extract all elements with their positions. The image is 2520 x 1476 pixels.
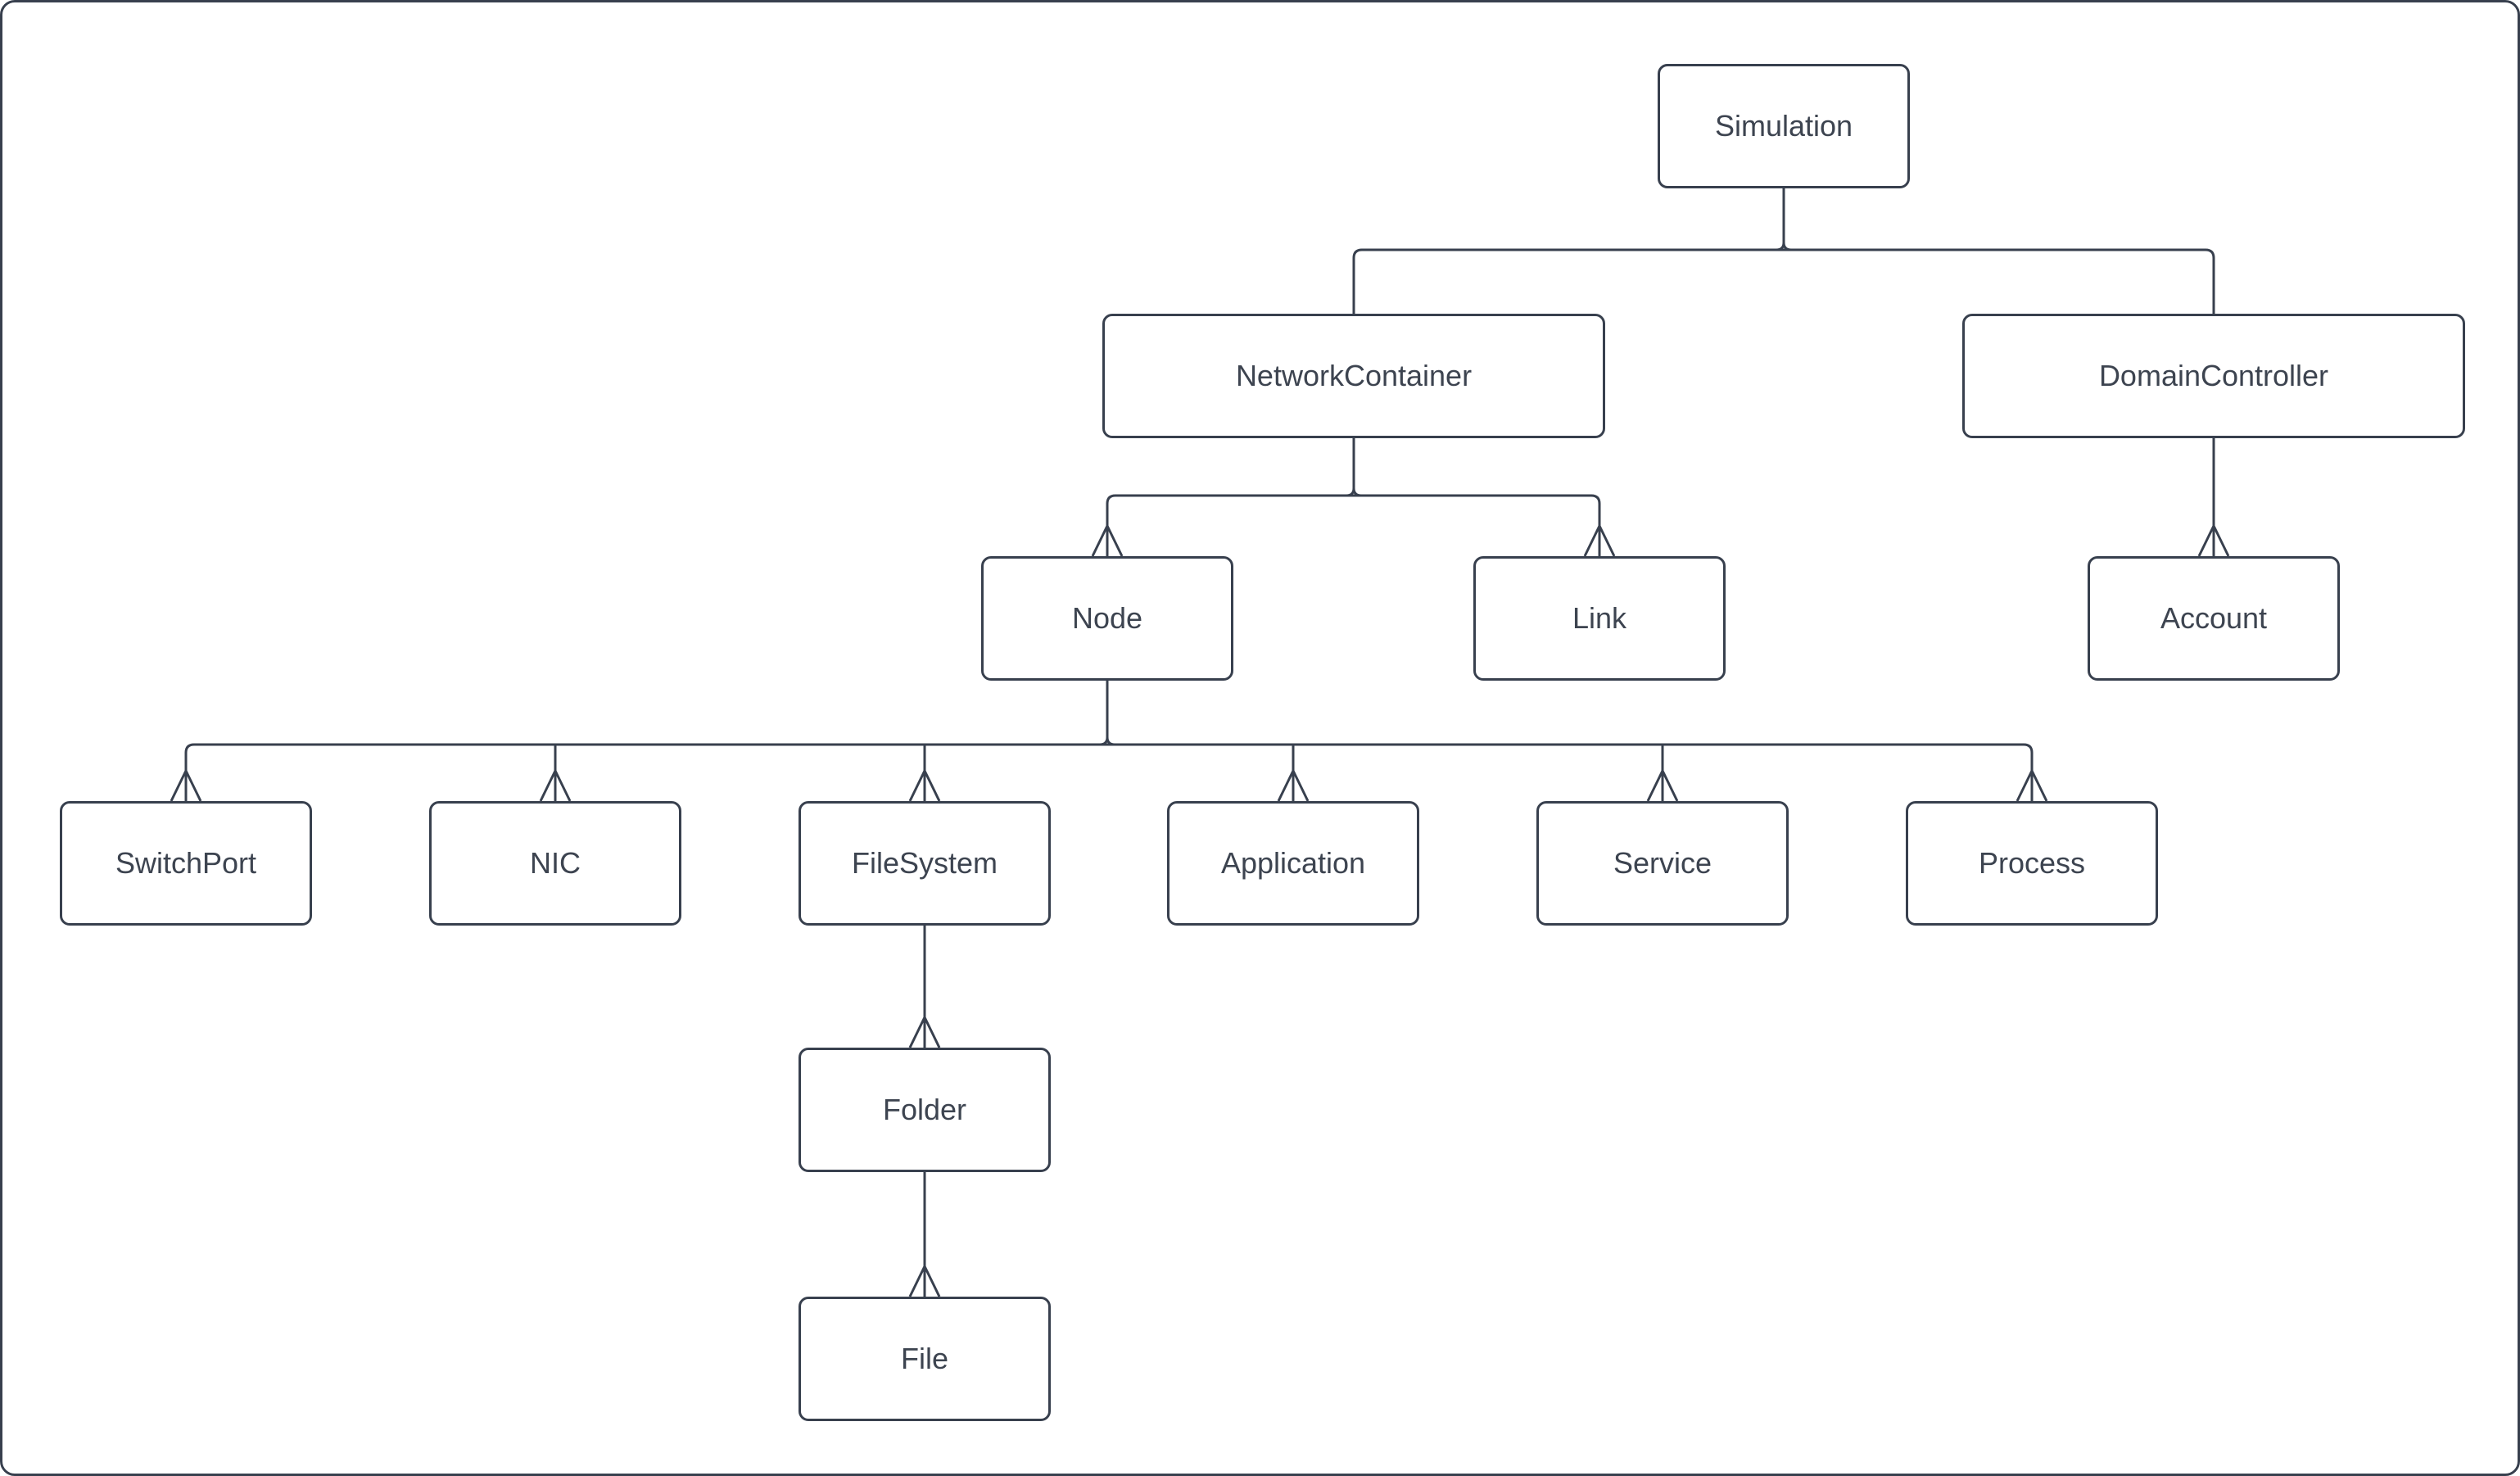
shape-nic[interactable]: NIC <box>429 801 681 926</box>
shape-process[interactable]: Process <box>1906 801 2158 926</box>
edge-networkcontainer-children-bus <box>1106 494 1601 556</box>
shape-link[interactable]: Link <box>1473 556 1726 681</box>
edge-simulation-stem <box>1776 188 1792 251</box>
shape-filesystem[interactable]: FileSystem <box>799 801 1051 926</box>
shape-domain-controller[interactable]: DomainController <box>1962 314 2465 438</box>
arrowhead-switchport <box>170 767 202 802</box>
shape-node[interactable]: Node <box>981 556 1233 681</box>
shape-service[interactable]: Service <box>1536 801 1789 926</box>
shape-folder[interactable]: Folder <box>799 1048 1051 1172</box>
arrowhead-application <box>1277 767 1310 802</box>
shape-switchport[interactable]: SwitchPort <box>60 801 312 926</box>
arrowhead-file <box>908 1263 941 1297</box>
shape-simulation[interactable]: Simulation <box>1658 64 1910 188</box>
shape-file[interactable]: File <box>799 1297 1051 1421</box>
shape-label-process: Process <box>1978 846 2086 880</box>
shape-label-switchport: SwitchPort <box>115 846 257 880</box>
edge-node-stem <box>1099 681 1115 746</box>
shape-label-domain-controller: DomainController <box>2098 359 2329 392</box>
shape-label-network-container: NetworkContainer <box>1235 359 1473 392</box>
arrowhead-service <box>1646 767 1679 802</box>
shape-label-nic: NIC <box>530 846 581 880</box>
shape-label-application: Application <box>1220 846 1366 880</box>
shape-application[interactable]: Application <box>1167 801 1419 926</box>
arrowhead-link <box>1583 523 1616 557</box>
edge-node-children-bus <box>184 743 2034 801</box>
shape-network-container[interactable]: NetworkContainer <box>1102 314 1605 438</box>
arrowhead-account <box>2197 523 2230 557</box>
shape-account[interactable]: Account <box>2088 556 2340 681</box>
shape-label-simulation: Simulation <box>1714 109 1853 143</box>
arrowhead-filesystem <box>908 767 941 802</box>
shape-label-filesystem: FileSystem <box>851 846 998 880</box>
edge-networkcontainer-stem <box>1346 438 1362 497</box>
shape-label-node: Node <box>1071 601 1143 635</box>
shape-label-account: Account <box>2160 601 2268 635</box>
shape-label-file: File <box>900 1342 948 1375</box>
edge-simulation-children-bus <box>1352 248 2215 314</box>
shape-label-link: Link <box>1572 601 1627 635</box>
arrowhead-folder <box>908 1014 941 1048</box>
arrowhead-process <box>2016 767 2048 802</box>
arrowhead-node <box>1091 523 1124 557</box>
arrowhead-nic <box>539 767 572 802</box>
shape-label-folder: Folder <box>882 1093 967 1126</box>
shape-label-service: Service <box>1613 846 1712 880</box>
